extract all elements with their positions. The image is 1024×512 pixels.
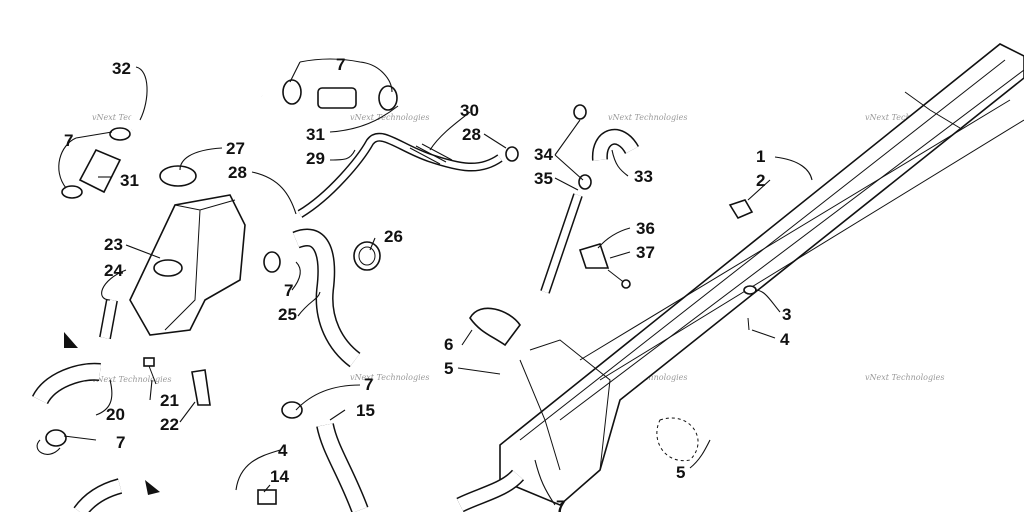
callout-7: 7	[336, 55, 345, 74]
callout-7: 7	[64, 131, 73, 150]
hose-33	[591, 128, 640, 161]
callout-4: 4	[780, 330, 790, 349]
callout-7: 7	[364, 375, 373, 394]
callout-3: 3	[782, 305, 791, 324]
callout-31: 31	[306, 125, 325, 144]
callout-6: 6	[444, 335, 453, 354]
hose-35	[540, 193, 583, 294]
callout-33: 33	[634, 167, 653, 186]
hose-24	[99, 298, 118, 340]
callout-31: 31	[120, 171, 139, 190]
callout-27: 27	[226, 139, 245, 158]
hose-20	[31, 362, 101, 405]
bracket-36	[578, 243, 610, 269]
hose-32	[126, 41, 263, 132]
callout-2: 2	[756, 171, 765, 190]
callout-32: 32	[112, 59, 131, 78]
coolant-tank	[129, 165, 246, 336]
clamp-7-left-b	[61, 185, 83, 199]
callout-21: 21	[160, 391, 179, 410]
watermark: vNext Technologies	[92, 375, 171, 384]
clamp-7-lower-mid	[281, 401, 303, 419]
callout-5: 5	[676, 463, 685, 482]
hose-lower-left	[73, 478, 123, 512]
clamp-7-lower-left	[45, 429, 67, 447]
clamp-7-top-a	[282, 79, 302, 105]
callout-14: 14	[270, 467, 289, 486]
callout-29: 29	[306, 149, 325, 168]
clamp-14	[257, 489, 277, 505]
clamp-7-top-b	[378, 85, 398, 111]
watermark: vNext Technologies	[865, 113, 944, 122]
hose-lower-right	[456, 469, 525, 512]
hose-25	[292, 228, 361, 368]
leader-lines	[36, 58, 813, 506]
clamp-7-left-a	[109, 127, 131, 141]
hose-15	[316, 422, 369, 512]
hose-31-top	[317, 87, 357, 109]
hose-31-left	[78, 148, 122, 194]
washer-3	[743, 285, 757, 295]
callout-23: 23	[104, 235, 123, 254]
rivet-2	[728, 199, 754, 220]
clamp-28-top	[505, 146, 519, 162]
screw-4	[747, 317, 750, 331]
callout-1: 1	[756, 147, 765, 166]
callout-34: 34	[534, 145, 553, 164]
callout-24: 24	[104, 261, 123, 280]
bolt-21	[143, 357, 157, 385]
decal-6	[469, 307, 521, 347]
callout-37: 37	[636, 243, 655, 262]
callout-7: 7	[116, 433, 125, 452]
frame-tunnel	[499, 43, 1024, 506]
callout-4: 4	[278, 441, 288, 460]
callout-30: 30	[460, 101, 479, 120]
callout-26: 26	[384, 227, 403, 246]
callout-7: 7	[556, 497, 565, 512]
bolt-37	[607, 269, 631, 289]
clamp-7-mid	[263, 251, 281, 273]
callout-7: 7	[284, 281, 293, 300]
direction-arrow	[64, 332, 160, 495]
watermark: vNext Technologies	[608, 113, 687, 122]
watermark: vNext Technologies	[350, 113, 429, 122]
callout-35: 35	[534, 169, 553, 188]
overflow-hose-29	[297, 132, 503, 218]
watermark: vNext Technologies	[350, 373, 429, 382]
callout-20: 20	[106, 405, 125, 424]
callout-22: 22	[160, 415, 179, 434]
watermark: vNext Technologies	[865, 373, 944, 382]
callouts: 32 7 7 31 31 30 28 29 27 28 23 24 7 25 2…	[64, 55, 791, 512]
seal-5	[656, 417, 699, 462]
callout-36: 36	[636, 219, 655, 238]
callout-28: 28	[228, 163, 247, 182]
callout-15: 15	[356, 401, 375, 420]
bracket-22	[191, 369, 211, 406]
clamp-34	[573, 104, 592, 190]
callout-25: 25	[278, 305, 297, 324]
callout-28: 28	[462, 125, 481, 144]
spring-26	[353, 241, 381, 271]
callout-5: 5	[444, 359, 453, 378]
